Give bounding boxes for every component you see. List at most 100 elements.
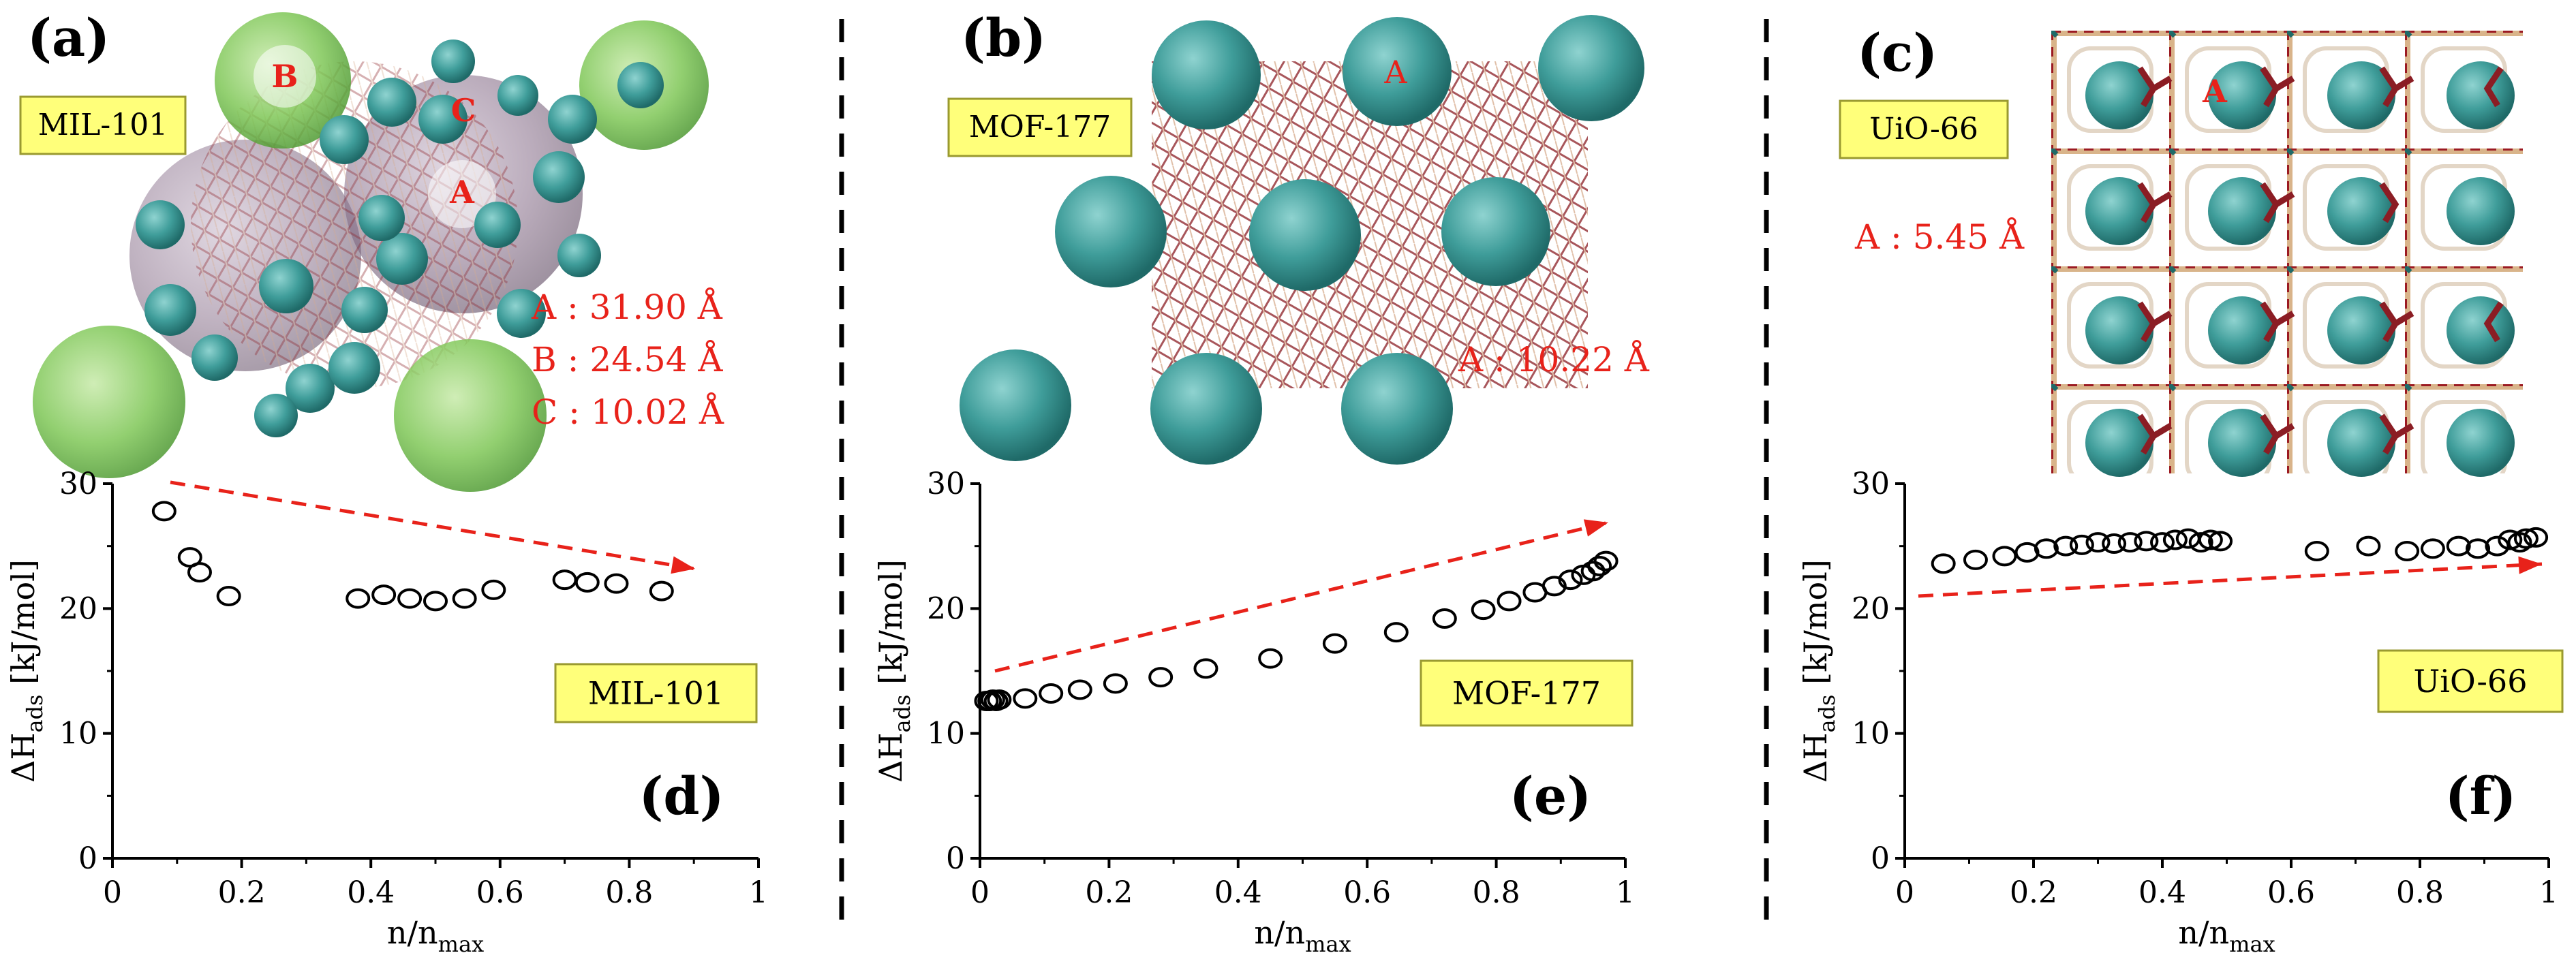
y-tick-label: 0 [1871, 841, 1890, 876]
data-point [1013, 688, 1038, 709]
pore-size-a-C: C : 10.02 Å [532, 392, 724, 432]
y-tick-label: 0 [946, 841, 965, 876]
y-axis-label-sub: ads [1814, 695, 1840, 733]
data-point [2356, 535, 2381, 557]
data-point [2162, 529, 2188, 550]
x-tick-label: 0.6 [1343, 875, 1391, 910]
data-point [2507, 532, 2532, 553]
data-point [1542, 576, 1567, 597]
data-point [2446, 535, 2471, 557]
y-tick-label: 10 [1852, 717, 1890, 751]
data-series [151, 501, 674, 612]
x-axis-label: n/nmax [2178, 914, 2275, 953]
y-axis-label-unit: [kJ/mol] [5, 559, 42, 694]
data-point [1258, 648, 1283, 669]
data-point [987, 689, 1012, 710]
data-point [1383, 622, 1409, 643]
data-point [2102, 533, 2127, 554]
y-axis-label-sub: ads [889, 695, 915, 733]
x-axis-label-sub: max [1305, 931, 1351, 953]
data-point [2085, 532, 2111, 553]
x-tick-label: 0.8 [1473, 875, 1520, 910]
data-point [2208, 531, 2233, 552]
data-point [1931, 553, 1956, 574]
x-tick-label: 1 [1616, 875, 1635, 910]
data-series [1931, 527, 2549, 574]
data-point [1471, 599, 1496, 621]
data-point [574, 572, 600, 593]
data-point [2034, 538, 2059, 559]
data-point [481, 579, 506, 600]
data-point [1322, 633, 1347, 654]
x-axis-label-main: n/n [2178, 914, 2229, 951]
x-tick-label: 0.2 [218, 875, 266, 910]
x-tick-label: 0 [1895, 875, 1914, 910]
y-axis-label-main: ΔH [872, 733, 909, 783]
data-point [2053, 535, 2079, 557]
data-point [1992, 546, 2017, 567]
y-tick-label: 30 [1852, 467, 1890, 501]
data-point [1963, 549, 1988, 570]
trend-arrow-line [994, 520, 1609, 673]
panel-letter: (e) [1509, 766, 1591, 826]
y-tick-label: 30 [927, 467, 965, 501]
pore-label-a-B: B [272, 58, 298, 95]
y-tick-label: 10 [927, 717, 965, 751]
data-point [552, 569, 577, 591]
y-axis-label-main: ΔH [1797, 733, 1834, 783]
y-tick-label: 10 [59, 717, 97, 751]
x-tick-label: 0 [103, 875, 122, 910]
pore-size-c-A: A : 5.45 Å [1854, 217, 2025, 257]
panel-letter-c: (c) [1857, 22, 1937, 83]
x-axis-label: n/nmax [1254, 914, 1351, 953]
material-tag-c: UiO-66 [1839, 99, 2009, 159]
data-point [604, 573, 629, 594]
data-point [1193, 658, 1218, 679]
y-tick-label: 0 [78, 841, 97, 876]
trend-arrow-head [671, 556, 695, 574]
x-axis-label-sub: max [2229, 931, 2275, 953]
data-point [397, 588, 423, 609]
chart-tag-label: UiO-66 [2414, 663, 2528, 700]
material-tag-c-label: UiO-66 [1869, 112, 1978, 146]
chart-tag-label: MIL-101 [588, 675, 724, 712]
data-point [423, 591, 448, 612]
x-tick-label: 0.4 [1214, 875, 1262, 910]
x-tick-label: 0.8 [2396, 875, 2444, 910]
x-tick-label: 0.2 [1085, 875, 1133, 910]
y-axis-label: ΔHads [kJ/mol] [1797, 559, 1840, 783]
pore-label-c-A: A [2202, 73, 2228, 110]
data-point [2117, 532, 2143, 553]
data-point [1497, 591, 1522, 612]
structure-illustration-mil101 [33, 12, 709, 492]
y-tick-label: 30 [59, 467, 97, 501]
x-tick-label: 0.2 [2010, 875, 2057, 910]
x-tick-label: 0 [970, 875, 990, 910]
panel-letter-b: (b) [961, 7, 1046, 68]
data-point [2524, 527, 2549, 548]
data-point [1067, 679, 1092, 700]
data-point [151, 501, 177, 522]
chart-tag-box [2377, 649, 2564, 713]
data-point [2304, 541, 2329, 561]
panel-letter: (f) [2445, 766, 2517, 826]
data-point [187, 562, 212, 583]
data-point [1103, 673, 1128, 694]
trend-arrow-head [1583, 519, 1608, 537]
data-point [1432, 608, 1457, 629]
data-point [1558, 569, 1583, 591]
x-axis-label-sub: max [438, 931, 484, 953]
data-point [2188, 532, 2213, 553]
data-point [2466, 538, 2491, 559]
pore-label-a-C: C [451, 92, 476, 129]
data-series [974, 550, 1619, 711]
material-tag-a-label: MIL-101 [38, 108, 168, 142]
data-point [1593, 550, 1619, 572]
y-tick-label: 20 [927, 591, 965, 626]
data-point [452, 588, 477, 609]
